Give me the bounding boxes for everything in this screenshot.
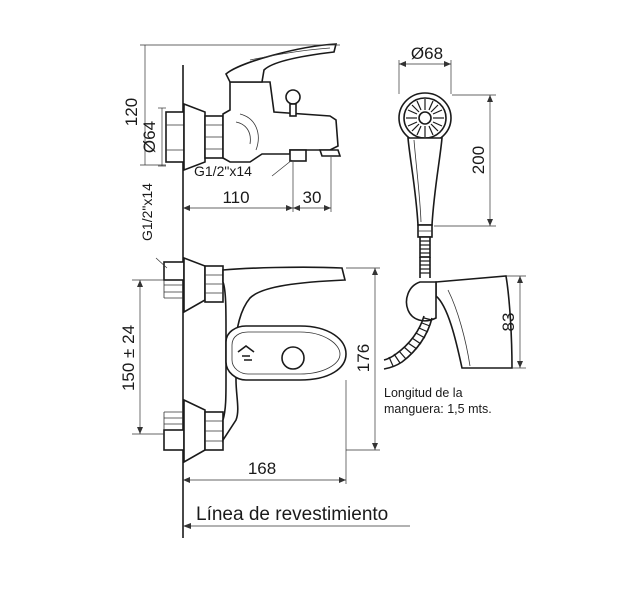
hose-note-line2: manguera: 1,5 mts. (384, 402, 492, 416)
side-flange (165, 111, 185, 163)
dim-168: 168 (183, 380, 347, 484)
dim-150-label: 150 ± 24 (119, 325, 138, 391)
wall-label-group: Línea de revestimiento (183, 504, 410, 529)
dim-176: 176 (346, 267, 380, 451)
dim-d68-label: Ø68 (411, 44, 443, 63)
thread-bottom-label: G1/2"x14 (194, 163, 252, 179)
hose-cone (419, 236, 431, 258)
diverter-knob (285, 89, 301, 105)
diverter-stem (289, 103, 297, 117)
dim-200-label: 200 (469, 146, 488, 174)
dim-120: 120 (122, 44, 340, 166)
dim-120-label: 120 (122, 98, 141, 126)
upper-eccentric (163, 261, 185, 281)
hose-note-line1: Longitud de la (384, 386, 463, 400)
logo-mark (237, 345, 255, 361)
handle-center (281, 346, 305, 370)
dim-30-label: 30 (303, 188, 322, 207)
dim-83-label: 83 (499, 313, 518, 332)
front-view-mixer (163, 256, 347, 464)
shower-handle (407, 137, 443, 226)
dim-d64-label: Ø64 (140, 121, 159, 153)
lower-connector (183, 398, 206, 464)
side-connector (183, 102, 206, 172)
dim-83: 83 (499, 275, 526, 369)
shower-head-center (418, 111, 432, 125)
side-lever (225, 43, 338, 83)
dim-168-label: 168 (248, 459, 276, 478)
thread-callout-bottom: G1/2"x14 (194, 159, 293, 179)
dim-110-30: 110 30 (183, 157, 332, 212)
thread-callout-side: G1/2"x14 (139, 183, 168, 269)
holder-ring (405, 281, 437, 322)
dim-200: 200 (434, 94, 496, 227)
dim-110-label: 110 (222, 188, 249, 207)
side-view-mixer (165, 43, 342, 172)
dim-d64: Ø64 (140, 107, 166, 167)
wall-label: Línea de revestimiento (196, 504, 388, 525)
hand-shower (398, 92, 452, 278)
spout-tip (318, 149, 342, 157)
thread-side-label: G1/2"x14 (139, 183, 155, 241)
dim-150: 150 ± 24 (119, 279, 164, 435)
dim-176-label: 176 (354, 344, 373, 372)
hose-coil (383, 315, 433, 370)
upper-connector (183, 256, 206, 314)
shower-holder (405, 275, 513, 369)
dim-d68: Ø68 (398, 44, 452, 94)
bottom-outlet (289, 149, 307, 162)
lower-eccentric (163, 429, 185, 451)
hose-top (420, 240, 430, 274)
